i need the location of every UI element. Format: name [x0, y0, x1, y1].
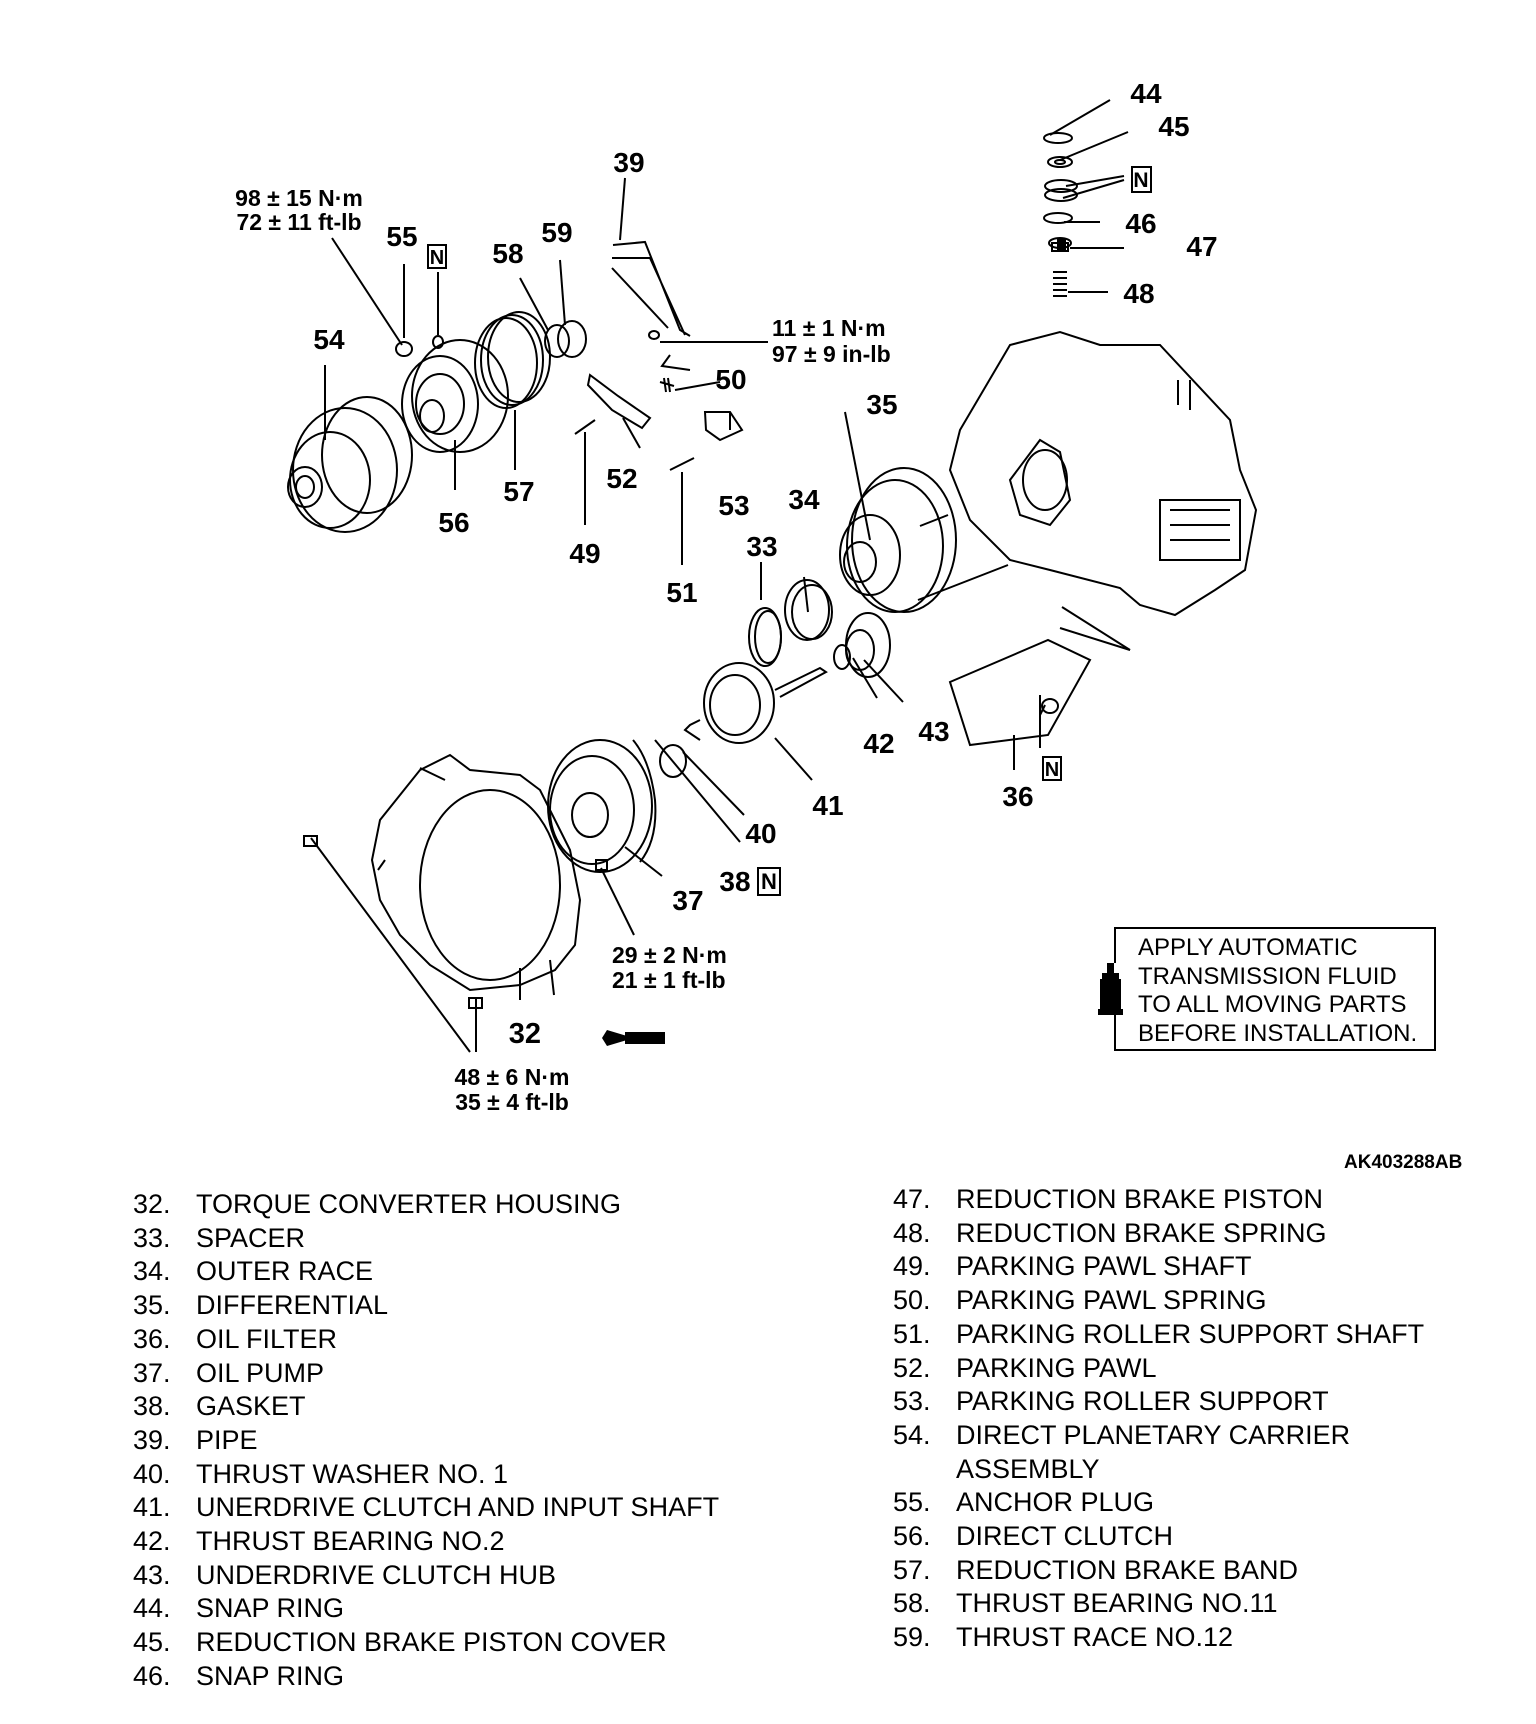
- new-part-mark: N: [430, 247, 444, 269]
- part-label-45: 45: [1158, 111, 1189, 142]
- legend-item: 53.PARKING ROLLER SUPPORT: [893, 1386, 1329, 1417]
- atf-callout-box: [1114, 927, 1436, 1051]
- legend-item: 35.DIFFERENTIAL: [133, 1290, 389, 1321]
- legend-item: 46.SNAP RING: [133, 1660, 345, 1691]
- parts-legend-left: 32.TORQUE CONVERTER HOUSING 33.SPACER 34…: [133, 1188, 719, 1694]
- part-label-54: 54: [313, 324, 345, 355]
- part-label-34: 34: [788, 484, 820, 515]
- part-label-32: 32: [509, 1018, 541, 1050]
- legend-item: 45.REDUCTION BRAKE PISTON COVER: [133, 1627, 667, 1658]
- atf-callout-text: APPLY AUTOMATIC TRANSMISSION FLUID TO AL…: [1138, 934, 1417, 1048]
- legend-item: 37.OIL PUMP: [133, 1357, 325, 1388]
- legend-item: 54.DIRECT PLANETARY CARRIER: [893, 1419, 1351, 1450]
- part-label-35: 35: [866, 389, 897, 420]
- callout-line: TRANSMISSION FLUID: [1138, 962, 1397, 990]
- legend-item-continuation: ASSEMBLY: [956, 1453, 1100, 1484]
- legend-item: 33.SPACER: [133, 1222, 306, 1253]
- torque-spec-55-metric: 98 ± 15 N·m: [235, 185, 363, 211]
- legend-item: 36.OIL FILTER: [133, 1323, 338, 1354]
- part-label-53: 53: [718, 490, 749, 521]
- callout-line: TO ALL MOVING PARTS: [1138, 991, 1407, 1018]
- new-part-mark: N: [761, 869, 777, 894]
- part-label-41: 41: [812, 790, 843, 821]
- part-label-59: 59: [541, 217, 572, 248]
- exploded-diagram: N N N N 32 33 34 35 36 37 38 39 40 41 42…: [235, 78, 1258, 1115]
- part-label-44: 44: [1130, 78, 1162, 109]
- callout-line: APPLY AUTOMATIC: [1138, 934, 1358, 961]
- legend-item: 41.UNERDRIVE CLUTCH AND INPUT SHAFT: [133, 1492, 720, 1523]
- torque-spec-37-metric: 29 ± 2 N·m: [612, 942, 727, 968]
- legend-item: 52.PARKING PAWL: [893, 1352, 1157, 1383]
- new-part-mark: N: [1045, 759, 1059, 781]
- fluid-bottle-icon: [1096, 963, 1124, 1015]
- new-part-markers: N N N N: [427, 166, 1152, 896]
- parts-legend-right: 47.REDUCTION BRAKE PISTON 48.REDUCTION B…: [893, 1183, 1424, 1655]
- part-label-42: 42: [863, 728, 894, 759]
- part-label-49: 49: [569, 538, 600, 569]
- legend-item: 57.REDUCTION BRAKE BAND: [893, 1554, 1299, 1585]
- legend-item: 49.PARKING PAWL SHAFT: [893, 1251, 1252, 1282]
- legend-item: 51.PARKING ROLLER SUPPORT SHAFT: [893, 1318, 1425, 1349]
- legend-item: 42.THRUST BEARING NO.2: [133, 1526, 505, 1557]
- legend-item: 34.OUTER RACE: [133, 1256, 374, 1287]
- part-label-43: 43: [918, 716, 949, 747]
- torque-spec-32-metric: 48 ± 6 N·m: [455, 1064, 570, 1090]
- part-label-51: 51: [666, 577, 697, 608]
- part-label-36: 36: [1002, 781, 1033, 812]
- legend-item: 47.REDUCTION BRAKE PISTON: [893, 1184, 1324, 1214]
- legend-item: 39.PIPE: [133, 1424, 258, 1455]
- legend-item: 50.PARKING PAWL SPRING: [893, 1285, 1267, 1316]
- part-label-33: 33: [746, 531, 777, 562]
- part-labels: 32 33 34 35 36 37 38 39 40 41 42 43 44 4…: [313, 78, 1217, 1050]
- figure-reference: AK403288AB: [1344, 1152, 1463, 1173]
- part-label-55: 55: [386, 221, 417, 252]
- legend-item: 44.SNAP RING: [133, 1593, 345, 1624]
- legend-item: 55.ANCHOR PLUG: [893, 1487, 1155, 1518]
- legend-item: 58.THRUST BEARING NO.11: [893, 1588, 1278, 1619]
- legend-item: 38.GASKET: [133, 1391, 306, 1422]
- part-label-46: 46: [1125, 208, 1156, 239]
- legend-item: 32.TORQUE CONVERTER HOUSING: [133, 1189, 622, 1219]
- torque-spec-32-imperial: 35 ± 4 ft-lb: [455, 1089, 569, 1115]
- part-label-52: 52: [606, 463, 637, 494]
- part-label-37: 37: [672, 885, 703, 916]
- legend-item: 56.DIRECT CLUTCH: [893, 1521, 1174, 1552]
- torque-spec-37-imperial: 21 ± 1 ft-lb: [612, 967, 726, 993]
- part-label-47: 47: [1186, 231, 1217, 262]
- part-label-38: 38: [719, 866, 750, 897]
- legend-item: 43.UNDERDRIVE CLUTCH HUB: [133, 1559, 557, 1590]
- part-label-48: 48: [1123, 278, 1154, 309]
- legend-item: 48.REDUCTION BRAKE SPRING: [893, 1217, 1327, 1248]
- part-label-57: 57: [503, 476, 534, 507]
- torque-spec-39-imperial: 97 ± 9 in-lb: [772, 341, 891, 367]
- torque-spec-39-metric: 11 ± 1 N·m: [772, 315, 886, 341]
- part-label-50: 50: [715, 364, 746, 395]
- part-label-40: 40: [745, 818, 776, 849]
- callout-line: BEFORE INSTALLATION.: [1138, 1019, 1418, 1047]
- torque-specs: 98 ± 15 N·m 72 ± 11 ft-lb 11 ± 1 N·m 97 …: [235, 185, 891, 1115]
- part-label-39: 39: [613, 147, 644, 178]
- torque-spec-55-imperial: 72 ± 11 ft-lb: [236, 209, 361, 235]
- new-part-mark: N: [1133, 169, 1148, 192]
- legend-item: 40.THRUST WASHER NO. 1: [133, 1458, 509, 1489]
- part-label-58: 58: [492, 238, 523, 269]
- legend-item: 59.THRUST RACE NO.12: [893, 1622, 1234, 1653]
- part-label-56: 56: [438, 507, 469, 538]
